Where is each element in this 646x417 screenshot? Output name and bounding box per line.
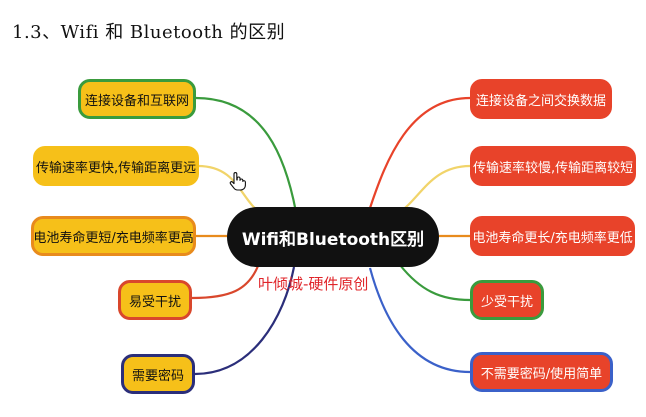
connector-left-1 [195,96,298,213]
right-node-speed-range[interactable]: 传输速率较慢,传输距离较短 [470,146,636,186]
right-node-battery[interactable]: 电池寿命更长/充电频率更低 [470,216,635,256]
left-node-label: 需要密码 [131,368,184,384]
hand-pointer-icon [229,172,246,191]
right-node-label: 传输速率较慢,传输距离较短 [472,160,634,176]
watermark-text: 叶倾城-硬件原创 [258,275,369,293]
left-node-label: 传输速率更快,传输距离更远 [35,160,197,176]
right-node-interference[interactable]: 少受干扰 [470,280,544,320]
connector-left-4 [191,265,260,300]
right-node-label: 连接设备之间交换数据 [475,93,606,109]
right-node-label: 不需要密码/使用简单 [480,366,603,382]
left-node-label: 连接设备和互联网 [84,93,189,109]
left-node-label: 易受干扰 [128,294,181,310]
left-node-interference[interactable]: 易受干扰 [118,280,192,320]
connector-right-1 [368,96,471,209]
left-node-speed-range[interactable]: 传输速率更快,传输距离更远 [33,146,199,186]
right-node-no-password[interactable]: 不需要密码/使用简单 [470,352,613,392]
right-node-label: 少受干扰 [480,294,533,310]
right-node-exchange-data[interactable]: 连接设备之间交换数据 [470,79,612,119]
connector-right-4 [399,264,471,302]
center-node[interactable]: Wifi和Bluetooth区别 [227,207,439,267]
connector-left-5 [194,266,296,376]
right-node-label: 电池寿命更长/充电频率更低 [472,230,633,246]
left-node-password[interactable]: 需要密码 [121,354,195,394]
left-node-battery[interactable]: 电池寿命更短/充电频率更高 [31,216,196,256]
left-node-connect-internet[interactable]: 连接设备和互联网 [78,79,196,119]
left-node-label: 电池寿命更短/充电频率更高 [33,230,194,246]
center-node-label: Wifi和Bluetooth区别 [241,229,425,250]
page-title: 1.3、Wifi 和 Bluetooth 的区别 [12,22,286,43]
connector-right-5 [368,267,471,374]
connector-right-2 [397,164,471,214]
